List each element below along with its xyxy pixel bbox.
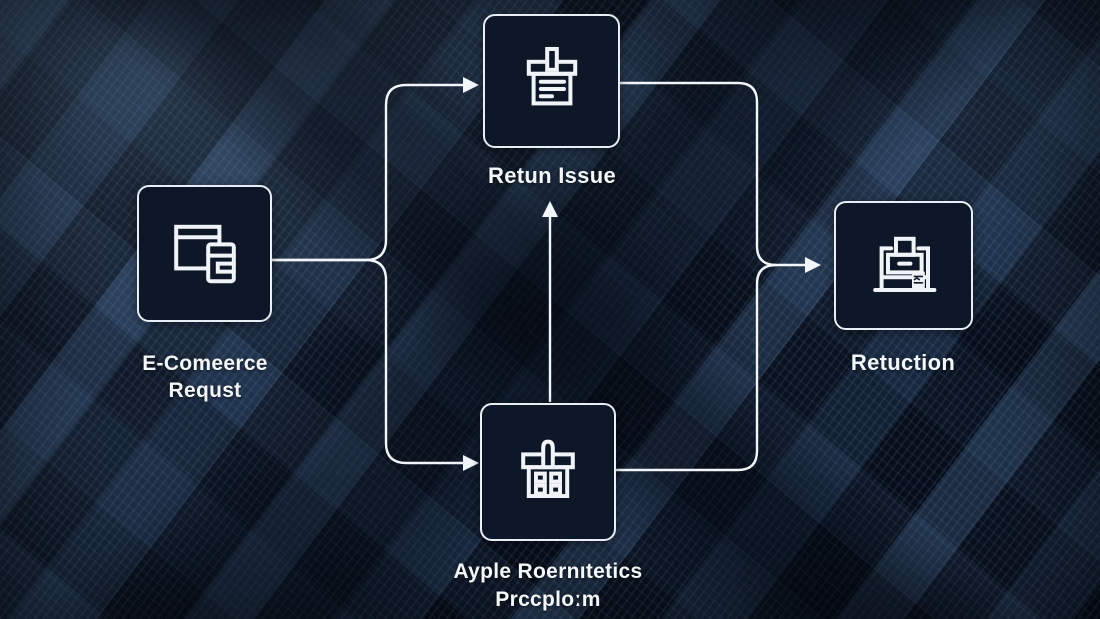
node-label-reduction: Retuction — [778, 350, 1028, 376]
edge-ecommerce-to-return — [272, 83, 463, 262]
label-line: E-Comeerce — [142, 352, 268, 375]
edge-platform-to-reduction — [616, 263, 777, 472]
arrowhead-return — [463, 77, 479, 93]
arrowhead-platform — [463, 455, 479, 471]
gift-box-icon — [521, 439, 575, 498]
node-label-ecommerce: E-Comeerce Requst — [80, 350, 330, 404]
node-retun-issue — [483, 14, 620, 148]
node-label-platform: Ayple Roernıtetics Prccploːm — [398, 558, 698, 614]
printer-icon — [872, 236, 936, 292]
label-line: Retun Issue — [488, 163, 616, 188]
node-label-return: Retun Issue — [427, 163, 677, 189]
edge-return-to-reduction — [620, 81, 805, 267]
arrowhead-up — [542, 201, 558, 217]
label-line: Requst — [168, 379, 242, 402]
label-line: Ayple Roernıtetics — [453, 560, 643, 583]
node-retuction — [834, 201, 973, 330]
node-ayple-platform — [480, 403, 616, 541]
edge-ecommerce-to-platform — [272, 258, 463, 465]
return-box-icon — [526, 47, 577, 106]
label-line: Prccploːm — [495, 588, 601, 611]
arrowhead-reduction — [805, 257, 821, 273]
label-line: Retuction — [850, 350, 956, 375]
node-ecommerce-requst — [137, 185, 272, 322]
browser-devices-icon — [173, 224, 236, 283]
